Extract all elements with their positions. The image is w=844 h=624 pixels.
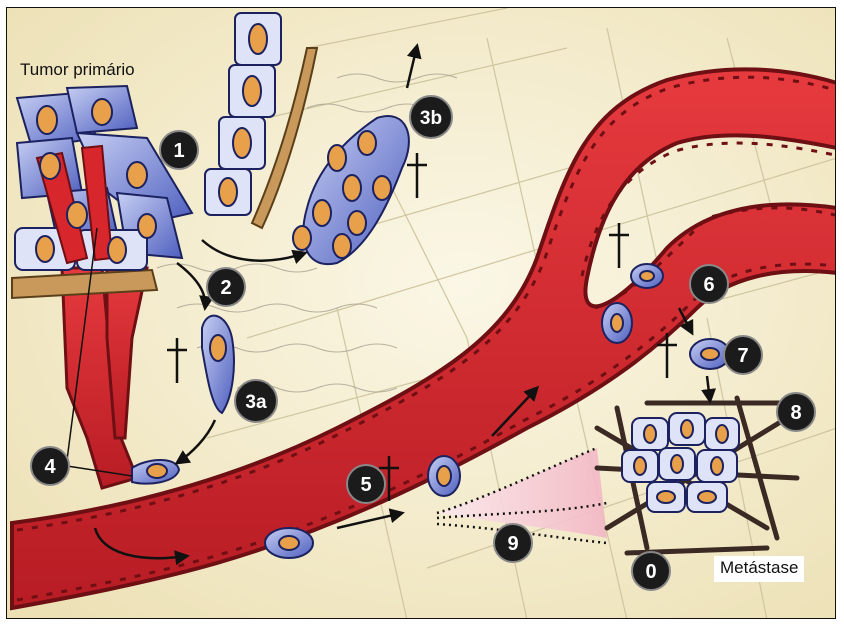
metastasis-cascade-illustration: 1 2 3a 3b 4 5 6 7 (7, 8, 836, 619)
step-badge-3a: 3a (235, 380, 277, 422)
step-label-0: 0 (645, 561, 656, 583)
step-label-3a: 3a (245, 392, 267, 413)
step-label-9: 9 (507, 533, 518, 555)
step-badge-3b: 3b (410, 96, 452, 138)
step-badge-2: 2 (207, 268, 245, 306)
primary-tumor-label: Tumor primário (20, 60, 135, 80)
step-badge-4: 4 (31, 447, 69, 485)
step-badge-5: 5 (347, 465, 385, 503)
step-label-2: 2 (220, 277, 231, 299)
step-label-3b: 3b (420, 108, 442, 129)
step-badge-1: 1 (160, 131, 198, 169)
metastasis-label: Metástase (714, 556, 804, 582)
step-badge-8: 8 (777, 393, 815, 431)
diagram-frame: 1 2 3a 3b 4 5 6 7 (6, 7, 836, 619)
step-label-7: 7 (737, 345, 748, 367)
step-label-6: 6 (703, 274, 714, 296)
step-label-5: 5 (360, 474, 371, 496)
step-badge-7: 7 (724, 336, 762, 374)
step-badge-6: 6 (690, 265, 728, 303)
step-badge-9: 9 (494, 524, 532, 562)
step-label-1: 1 (173, 140, 184, 162)
step-label-4: 4 (44, 456, 56, 478)
step-label-8: 8 (790, 402, 801, 424)
step-badge-0: 0 (632, 552, 670, 590)
